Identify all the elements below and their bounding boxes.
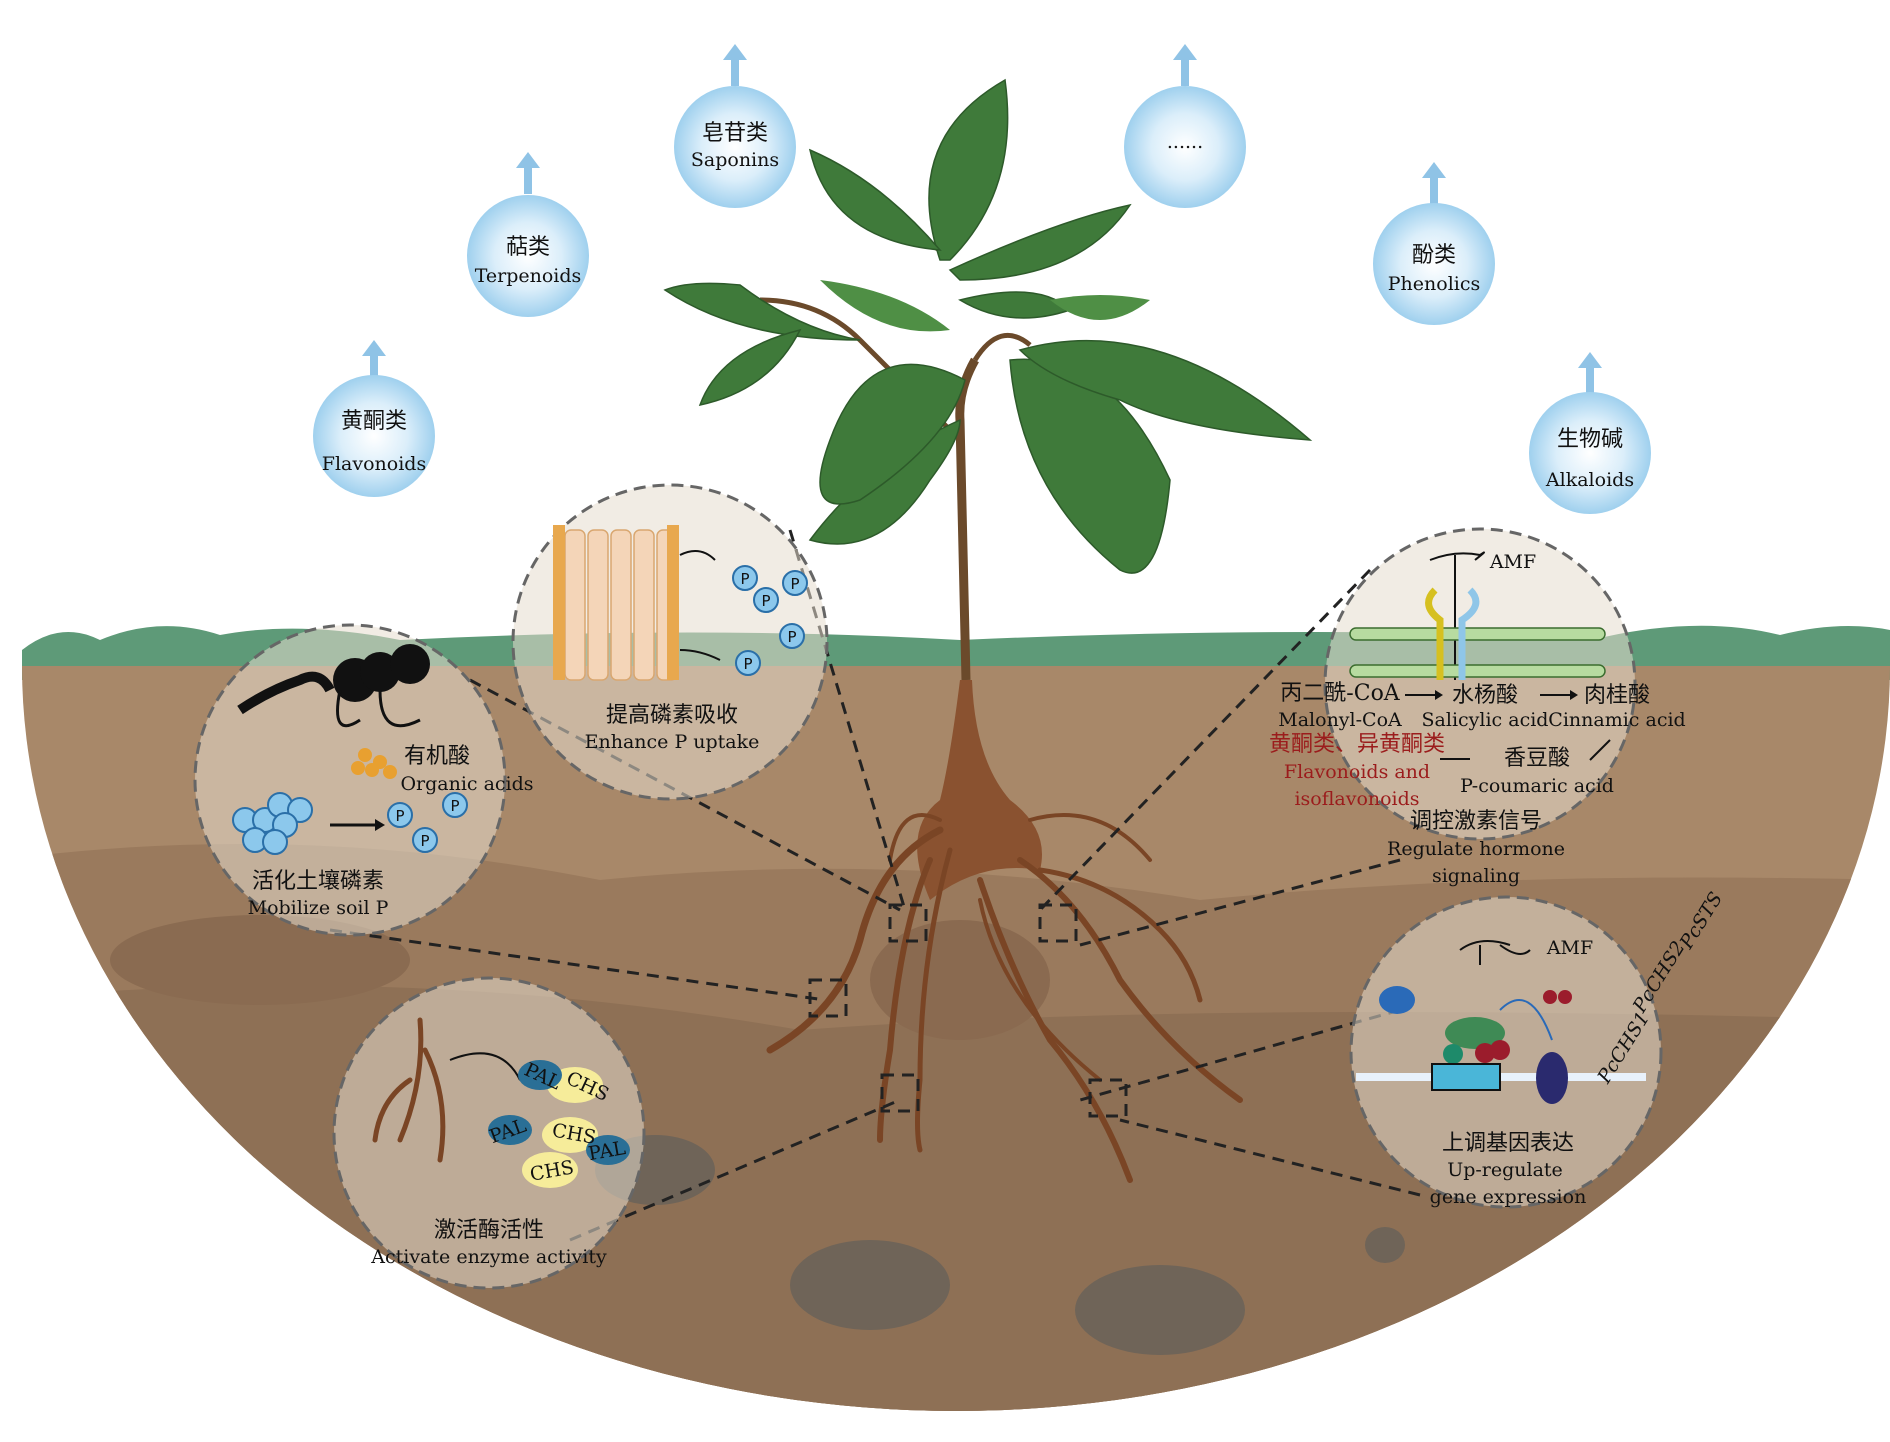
label: AMF [1546, 937, 1593, 959]
metabolite-flavonoids: 黄酮类 Flavonoids [313, 340, 435, 497]
label: 激活酶活性 [434, 1218, 544, 1243]
metabolite-phenolics: 酚类 Phenolics [1373, 162, 1495, 325]
label: 有机酸 [404, 744, 470, 769]
panel-activate-enzyme: PAL CHS PAL CHS CHS PAL 激活酶活性 Activate e… [332, 976, 646, 1290]
label: AMF [1489, 551, 1536, 573]
label: 生物碱 [1557, 427, 1623, 452]
label: 酚类 [1412, 243, 1456, 268]
label: 皂苷类 [702, 121, 768, 146]
label: 肉桂酸 [1584, 683, 1650, 708]
label: 水杨酸 [1452, 683, 1518, 708]
panel-mobilize-soil-p: 有机酸 Organic acids PPP 活化土壤磷素 Mobilize so… [193, 623, 534, 937]
label: Up-regulate [1447, 1159, 1563, 1181]
label: 黄酮类 [341, 409, 407, 434]
metabolite-alkaloids: 生物碱 Alkaloids [1529, 352, 1651, 514]
label: P [761, 592, 770, 610]
label: Phenolics [1388, 273, 1481, 295]
label: Flavonoids [322, 453, 426, 475]
label: 调控激素信号 [1410, 809, 1542, 834]
label: P [787, 628, 796, 646]
plant [663, 78, 1313, 681]
label: 黄酮类、异黄酮类 [1269, 732, 1445, 757]
label: Cinnamic acid [1548, 709, 1685, 731]
roots [766, 680, 1243, 1183]
label: Flavonoids and [1284, 761, 1430, 783]
label: P-coumaric acid [1460, 775, 1614, 797]
label: isoflavonoids [1294, 788, 1419, 810]
label: Alkaloids [1545, 469, 1634, 491]
metabolite-saponins: 皂苷类 Saponins [674, 44, 796, 208]
metabolite-terpenoids: 萜类 Terpenoids [467, 152, 589, 317]
label: Saponins [691, 149, 779, 171]
label: Mobilize soil P [248, 897, 389, 919]
label: 上调基因表达 [1442, 1131, 1574, 1156]
label: 活化土壤磷素 [252, 869, 384, 894]
phosphate-cluster: PPP [232, 792, 468, 855]
label: P [420, 832, 429, 850]
label: P [450, 797, 459, 815]
label: Activate enzyme activity [370, 1246, 607, 1268]
label: ...... [1167, 131, 1203, 153]
label: 萜类 [506, 235, 550, 260]
metabolite-more: ...... [1124, 44, 1246, 208]
label: signaling [1432, 865, 1520, 887]
label: 香豆酸 [1504, 746, 1570, 771]
label: P [743, 655, 752, 673]
label: Regulate hormone [1387, 838, 1565, 860]
label: Organic acids [400, 773, 533, 795]
label: 提高磷素吸收 [606, 703, 738, 728]
label: Enhance P uptake [585, 731, 760, 753]
label: Terpenoids [475, 265, 582, 287]
label: P [790, 575, 799, 593]
label: Malonyl-CoA [1278, 709, 1402, 731]
label: gene expression [1430, 1186, 1587, 1208]
label: P [395, 807, 404, 825]
label: Salicylic acid [1422, 709, 1549, 731]
label: P [740, 570, 749, 588]
label: 丙二酰-CoA [1280, 681, 1401, 706]
